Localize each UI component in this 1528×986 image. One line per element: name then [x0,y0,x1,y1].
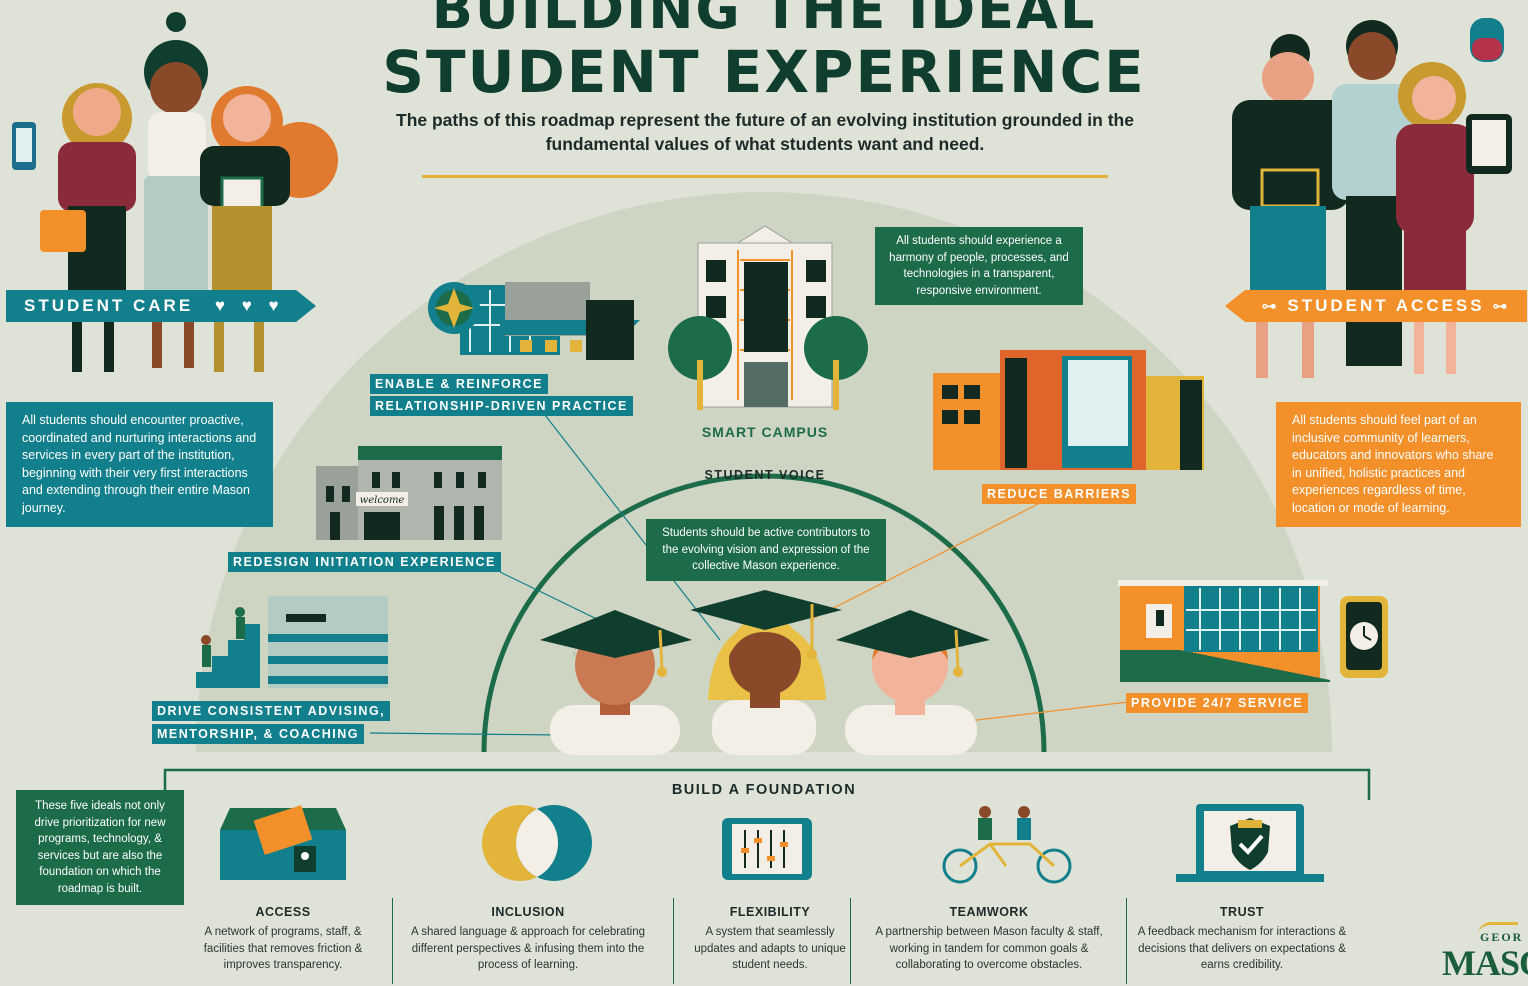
smart-campus-label: SMART CAMPUS [701,424,829,440]
trust-laptop-shield-icon [1176,804,1324,882]
student-voice-arch [481,473,1047,753]
reduce-barriers-label: REDUCE BARRIERS [982,484,1137,504]
pillar-trust: TRUST A feedback mechanism for interacti… [1136,905,1348,974]
foundation-title: BUILD A FOUNDATION [671,782,857,798]
flexibility-sliders-icon [722,818,812,880]
student-care-people-illustration [12,12,338,372]
student-care-banner: STUDENT CARE ♥ ♥ ♥ [6,290,316,322]
hearts-icon: ♥ ♥ ♥ [214,296,285,315]
pillar-access: ACCESS A network of programs, staff, & f… [185,905,381,974]
key-icon-right: ⊶ [1492,298,1511,315]
tandem-bicycle-icon [942,806,1072,884]
smart-campus-illustration [668,225,868,410]
student-care-description: All students should encounter proactive,… [6,402,273,527]
foundation-note: These five ideals not only drive priorit… [16,790,184,905]
foundation-bracket [163,768,1371,800]
subtitle: The paths of this roadmap represent the … [396,110,1134,154]
student-access-description: All students should feel part of an incl… [1276,402,1521,527]
enable-label-line1: ENABLE & REINFORCE [370,374,548,394]
student-access-label: STUDENT ACCESS [1287,296,1485,315]
toolbox-icon [220,805,346,880]
pillar-access-name: ACCESS [255,905,311,919]
redesign-initiation-label: REDESIGN INITIATION EXPERIENCE [228,552,501,572]
mason-logo: GEOR MASO [1442,922,1528,986]
pillar-inclusion-desc: A shared language & approach for celebra… [411,926,645,971]
pillar-divider [673,898,674,984]
smart-campus-note: All students should experience a harmony… [875,227,1083,305]
logo-swoosh [1478,922,1518,935]
relationship-building-illustration [428,282,640,360]
pillar-teamwork: TEAMWORK A partnership between Mason fac… [862,905,1116,974]
gold-divider [422,175,1108,178]
enable-label-line2: RELATIONSHIP-DRIVEN PRACTICE [370,396,633,416]
logo-top-text: GEOR [1480,930,1524,944]
pillar-divider [392,898,393,984]
key-icon-left: ⊶ [1261,298,1280,315]
student-voice-note: Students should be active contributors t… [646,519,886,581]
graduates-illustration [540,590,990,755]
student-care-label: STUDENT CARE [24,296,194,315]
pillar-divider [850,898,851,984]
student-voice-label: STUDENT VOICE [704,468,826,482]
pillar-trust-desc: A feedback mechanism for interactions & … [1137,926,1347,971]
title-line-1: BUILDING THE IDEAL [431,0,1097,41]
service-building-illustration [1118,580,1388,682]
pillar-divider [1126,898,1127,984]
reduce-barriers-illustration [933,350,1204,470]
advising-illustration [196,596,388,688]
student-access-banner: ⊶ STUDENT ACCESS ⊶ [1225,290,1527,322]
pillar-teamwork-name: TEAMWORK [949,905,1029,919]
pillar-teamwork-desc: A partnership between Mason faculty & st… [875,926,1103,971]
pillar-inclusion: INCLUSION A shared language & approach f… [404,905,652,974]
pillar-access-desc: A network of programs, staff, & faciliti… [203,926,363,971]
title-line-2: STUDENT EXPERIENCE [382,38,1146,106]
pillar-flexibility-name: FLEXIBILITY [729,905,811,919]
pillar-inclusion-name: INCLUSION [491,905,565,919]
pillar-trust-name: TRUST [1219,905,1265,919]
student-access-people-illustration [1232,18,1512,378]
pillar-flexibility-desc: A system that seamlessly updates and ada… [694,926,846,971]
inclusion-venn-icon [482,805,592,881]
advising-label-line1: DRIVE CONSISTENT ADVISING, [152,701,391,721]
initiation-building-illustration: welcome [316,446,502,540]
welcome-sign-text: welcome [360,495,405,506]
logo-main-text: MASO [1442,943,1528,983]
advising-label-line2: MENTORSHIP, & COACHING [152,724,365,744]
pillar-flexibility: FLEXIBILITY A system that seamlessly upd… [686,905,854,974]
service-label: PROVIDE 24/7 SERVICE [1126,693,1309,713]
